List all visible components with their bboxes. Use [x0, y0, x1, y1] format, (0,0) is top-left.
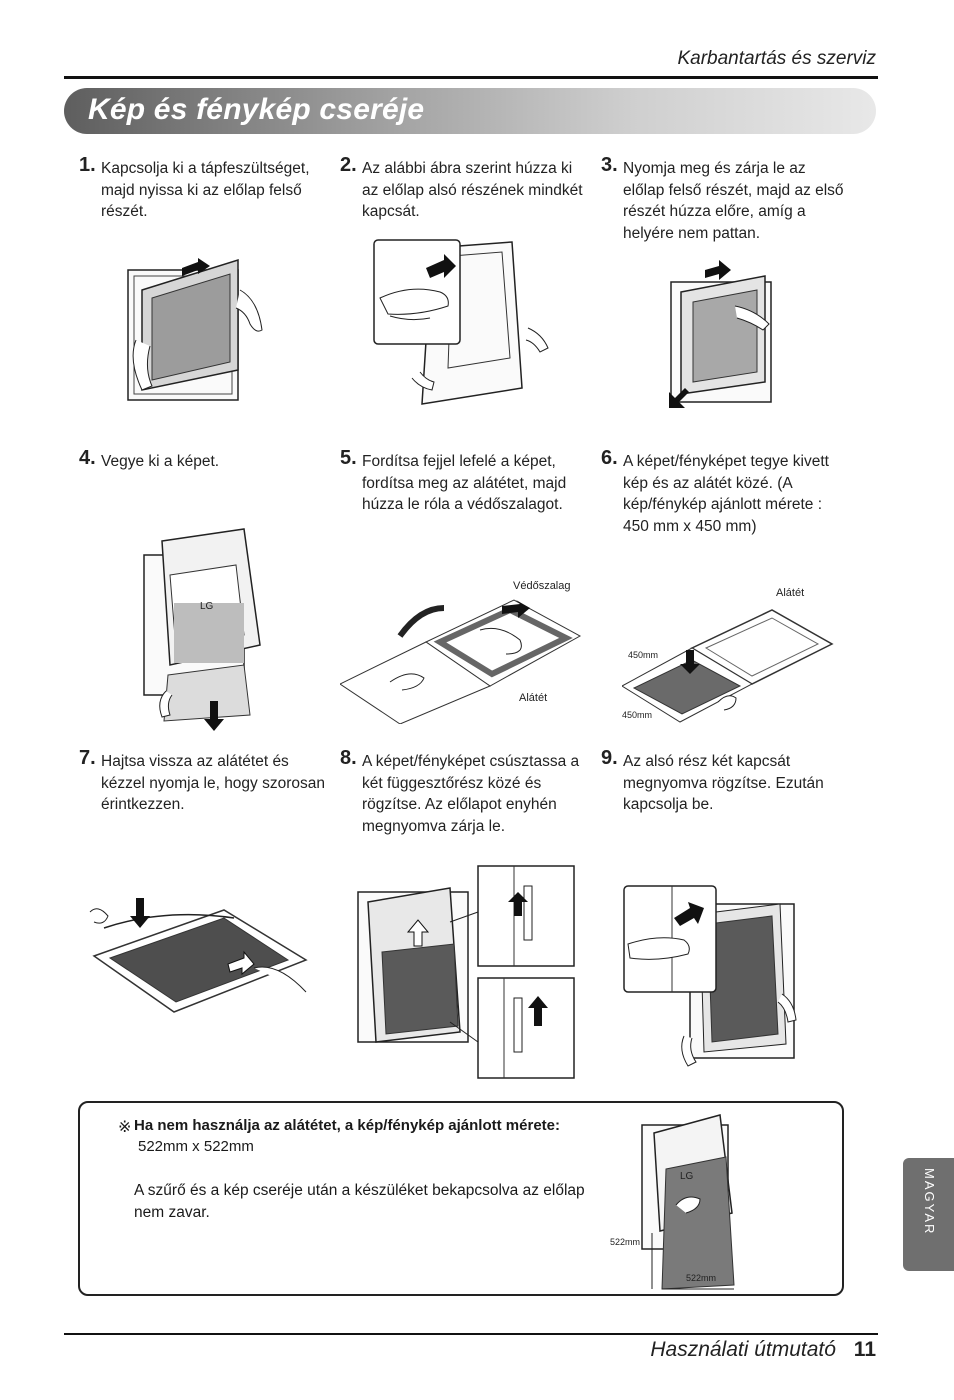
step-number: 5 — [340, 447, 357, 470]
step-2: 2 Az alábbi ábra szerint húzza ki az elő… — [340, 154, 587, 223]
step-number: 8 — [340, 747, 357, 770]
step-number: 1 — [79, 154, 96, 177]
footer-text: Használati útmutató — [650, 1338, 836, 1361]
step-1: 1 Kapcsolja ki a tápfeszültséget, majd n… — [79, 154, 326, 223]
step-6: 6 A képet/fényképet tegye kivett kép és … — [601, 447, 848, 537]
illustration-picture-without-backing: LG 522mm 522mm — [610, 1109, 790, 1291]
top-rule — [64, 76, 878, 79]
step-number: 6 — [601, 447, 618, 470]
step-number: 7 — [79, 747, 96, 770]
step-text: A képet/fényképet csúsztassa a két függe… — [362, 753, 580, 835]
page-number: 11 — [853, 1338, 876, 1361]
label-protective-tape: Védőszalag — [513, 580, 571, 592]
step-8: 8 A képet/fényképet csúsztassa a két füg… — [340, 747, 592, 837]
note-text: A szűrő és a kép cseréje után a készülék… — [134, 1182, 585, 1221]
lg-logo-text: LG — [680, 1171, 694, 1182]
illustration-close-front-panel — [665, 252, 780, 420]
step-7: 7 Hajtsa vissza az alátétet és kézzel ny… — [79, 747, 326, 816]
step-text: Hajtsa vissza az alátétet és kézzel nyom… — [101, 753, 326, 813]
dimension-450-top: 450mm — [628, 650, 659, 660]
step-number: 9 — [601, 747, 618, 770]
step-text: Nyomja meg és zárja le az előlap felső r… — [623, 160, 844, 242]
dimension-450-bottom: 450mm — [622, 710, 653, 720]
step-text: Vegye ki a képet. — [101, 453, 220, 470]
language-tab: MAGYAR — [903, 1158, 954, 1271]
dimension-522-bottom: 522mm — [686, 1273, 717, 1283]
illustration-open-front-panel — [120, 230, 280, 410]
note-mark: ※ — [118, 1119, 132, 1136]
step-5: 5 Fordítsa fejjel lefelé a képet, fordít… — [340, 447, 587, 516]
illustration-fasten-clips — [622, 884, 798, 1074]
step-text: Az alábbi ábra szerint húzza ki az előla… — [362, 160, 583, 220]
title-bar: Kép és fénykép cseréje — [64, 88, 876, 134]
step-number: 4 — [79, 447, 96, 470]
step-text: A képet/fényképet tegye kivett kép és az… — [623, 453, 829, 535]
label-backing-step5: Alátét — [519, 692, 548, 704]
footer: Használati útmutató 11 — [650, 1338, 876, 1362]
step-text: Fordítsa fejjel lefelé a képet, fordítsa… — [362, 453, 567, 513]
step-4: 4 Vegye ki a képet. — [79, 447, 326, 473]
illustration-remove-picture: LG — [140, 525, 270, 733]
illustration-fold-backing — [84, 888, 316, 1018]
illustration-pull-clips — [372, 238, 572, 410]
illustration-place-photo — [622, 602, 834, 726]
step-number: 2 — [340, 154, 357, 177]
bottom-rule — [64, 1333, 878, 1335]
step-text: Az alsó rész két kapcsát megnyomva rögzí… — [623, 753, 824, 813]
step-3: 3 Nyomja meg és zárja le az előlap felső… — [601, 154, 848, 244]
dimension-522-left: 522mm — [610, 1237, 641, 1247]
note-box: ※ Ha nem használja az alátétet, a kép/fé… — [78, 1101, 844, 1296]
step-number: 3 — [601, 154, 618, 177]
illustration-slide-photo — [354, 862, 580, 1080]
label-backing-step6: Alátét — [776, 587, 805, 599]
section-header: Karbantartás és szerviz — [677, 48, 876, 69]
step-9: 9 Az alsó rész két kapcsát megnyomva rög… — [601, 747, 848, 816]
note-heading: Ha nem használja az alátétet, a kép/fény… — [134, 1117, 560, 1134]
language-tab-label: MAGYAR — [922, 1168, 937, 1236]
step-text: Kapcsolja ki a tápfeszültséget, majd nyi… — [101, 160, 310, 220]
page-title: Kép és fénykép cseréje — [88, 93, 425, 126]
note-size: 522mm x 522mm — [138, 1138, 254, 1155]
illustration-remove-protective-tape — [340, 596, 582, 724]
lg-logo-text: LG — [200, 601, 214, 612]
